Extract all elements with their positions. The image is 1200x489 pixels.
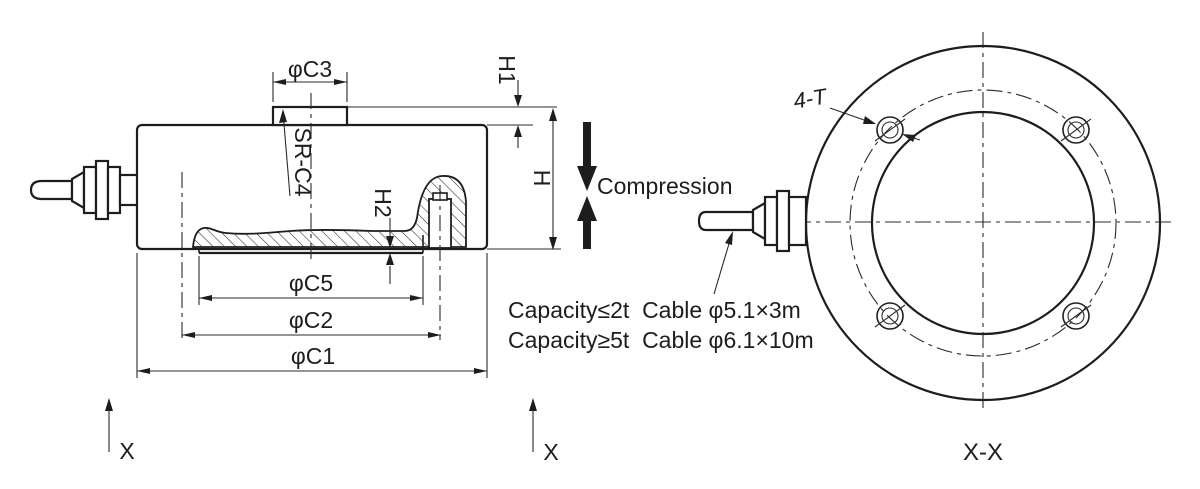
bolt-hole-bottom-right [1060, 302, 1092, 330]
cable-front [697, 210, 755, 232]
section-arrow-left: X [105, 398, 135, 464]
gland-nut-front-2 [775, 189, 791, 253]
dim-c5: φC5 [198, 256, 424, 305]
gland-cone-side [70, 170, 86, 210]
note-leader [713, 236, 732, 295]
gland-flange-side [118, 173, 140, 207]
cable-notes: Capacity≤2t Cable φ5.1×3m Capacity≥5t Ca… [508, 231, 814, 353]
cable-gland-front [697, 189, 808, 253]
dim-c3-label: φC3 [288, 56, 332, 82]
dim-c5-label: φC5 [289, 270, 333, 296]
compression-arrow-up [583, 221, 591, 249]
bolt-callout-label: 4-T [792, 83, 830, 113]
bolt-circle [849, 89, 1117, 357]
dim-c2-label: φC2 [289, 307, 333, 333]
bolt-hole-top-right [1060, 116, 1092, 144]
gland-cone-front [751, 201, 767, 241]
cable-gland-side [29, 159, 140, 221]
section-arrow-right: X [529, 398, 559, 465]
dim-h-label: H [529, 170, 555, 187]
compression-label: Compression [597, 173, 733, 199]
dim-h1: H1 [494, 55, 522, 148]
dim-h2-label: H2 [370, 188, 396, 217]
note-line-2: Capacity≥5t Cable φ6.1×10m [508, 327, 814, 353]
callout-sr-c4: SR-C4 [279, 109, 316, 197]
bolt-hole-bottom-left [874, 302, 906, 330]
side-section-view: φC3 H1 SR-C4 H2 H [29, 55, 561, 465]
sr-c4-label: SR-C4 [290, 127, 316, 196]
section-marker-right: X [543, 439, 558, 465]
dim-c2: φC2 [182, 307, 441, 338]
dim-h1-label: H1 [494, 55, 520, 84]
gland-nut-front-1 [763, 195, 779, 247]
gland-nut-front-3 [787, 195, 808, 247]
gland-nut-side-1 [82, 165, 98, 215]
compression-arrow-down [583, 122, 591, 166]
dim-c1: φC1 [136, 253, 488, 378]
section-title: X-X [963, 439, 1003, 466]
bolt-callout: 4-T [792, 83, 921, 142]
cable-side [29, 179, 74, 201]
section-marker-left: X [119, 438, 134, 464]
dim-c3: φC3 [272, 56, 348, 102]
load-button [271, 105, 349, 127]
dim-h: H [529, 108, 557, 250]
dim-c1-label: φC1 [291, 343, 335, 369]
front-view: 4-T X-X [697, 32, 1172, 466]
compression-indicator: Compression [577, 122, 733, 249]
bolt-hole-top-left [874, 116, 906, 144]
note-line-1: Capacity≤2t Cable φ5.1×3m [508, 297, 801, 323]
gland-nut-side-3 [106, 165, 122, 215]
dim-h2: H2 [370, 188, 396, 284]
gland-nut-side-2 [94, 159, 110, 221]
